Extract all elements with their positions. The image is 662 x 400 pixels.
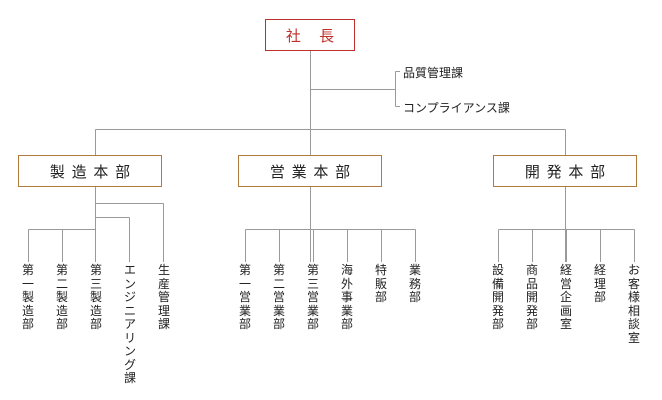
dept-customer-service: お客様相談室: [627, 263, 640, 345]
dept-first-sales: 第一営業部: [238, 263, 251, 331]
division-manufacturing: 製造本部: [18, 155, 162, 187]
dept-second-manufacturing: 第二製造部: [55, 263, 68, 331]
dept-second-sales: 第二営業部: [272, 263, 285, 331]
dept-engineering: エンジニアリング課: [123, 263, 136, 385]
president-label: 社 長: [285, 26, 341, 45]
dept-equipment-development: 設備開発部: [491, 263, 504, 331]
division-development: 開発本部: [493, 155, 637, 187]
division-sales: 営業本部: [238, 155, 382, 187]
division-sales-label: 営業本部: [269, 162, 357, 181]
president-box: 社 長: [265, 19, 355, 51]
dept-production-control: 生産管理課: [157, 263, 170, 331]
dept-first-manufacturing: 第一製造部: [21, 263, 34, 331]
dept-accounting: 経理部: [593, 263, 606, 304]
dept-operations: 業務部: [408, 263, 421, 304]
staff-compliance: コンプライアンス課: [403, 101, 510, 115]
dept-corporate-planning: 経営企画室: [559, 263, 572, 331]
dept-overseas: 海外事業部: [340, 263, 353, 331]
division-manufacturing-label: 製造本部: [49, 162, 137, 181]
division-development-label: 開発本部: [524, 162, 612, 181]
dept-third-manufacturing: 第三製造部: [89, 263, 102, 331]
dept-product-development: 商品開発部: [525, 263, 538, 331]
dept-special-sales: 特販部: [374, 263, 387, 304]
staff-quality-control: 品質管理課: [403, 66, 464, 80]
dept-third-sales: 第三営業部: [306, 263, 319, 331]
